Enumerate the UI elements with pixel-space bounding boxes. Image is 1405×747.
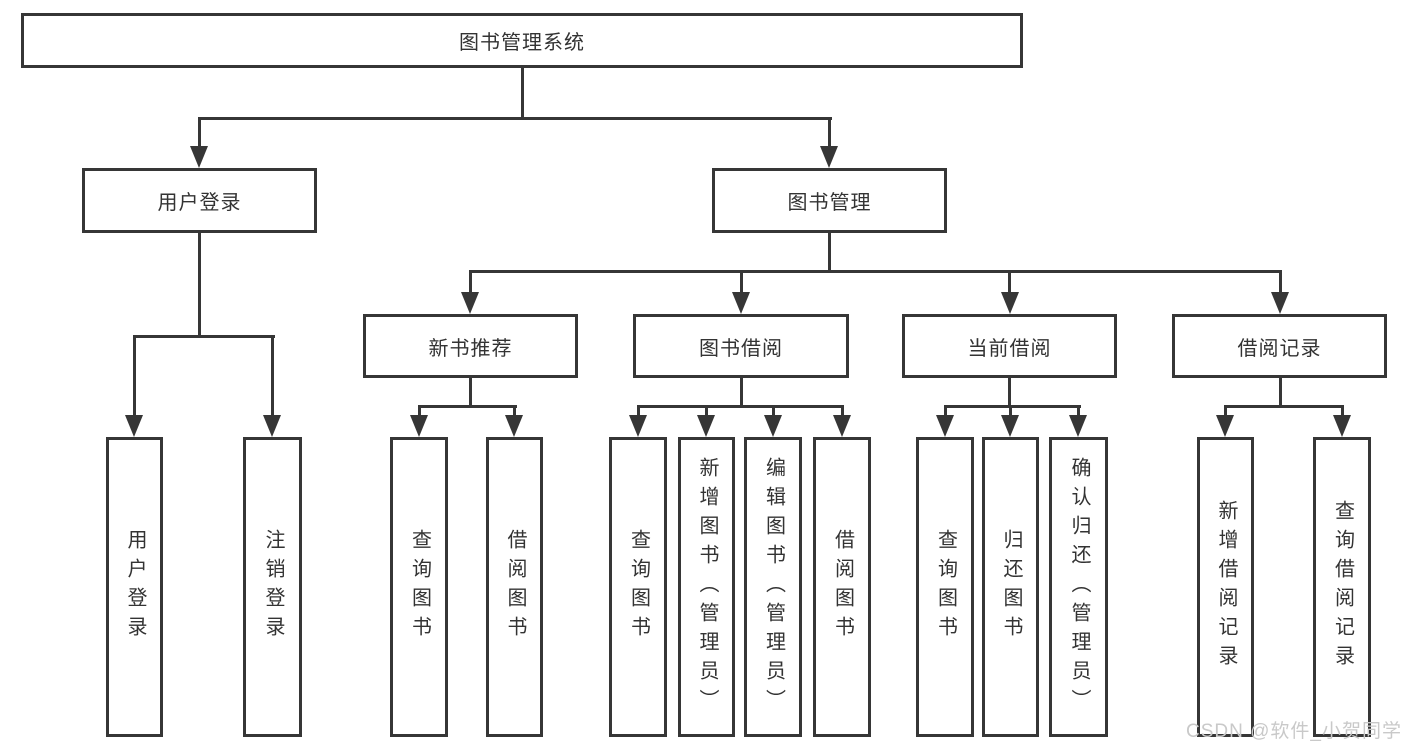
node-library-system-label: 图书管理系统	[459, 32, 585, 54]
arrowhead-query-books-3	[936, 415, 954, 437]
leaf-add-borrow-record-label: 新增借阅记录	[1215, 500, 1237, 674]
leaf-query-borrow-record-label: 查询借阅记录	[1331, 500, 1354, 674]
connector-drop-book-management	[828, 118, 831, 148]
leaf-add-book-admin: 新增图书（管理员）	[678, 437, 735, 737]
connector-drop-leaf-user-login	[133, 336, 136, 417]
leaf-query-books-1: 查询图书	[390, 437, 448, 737]
leaf-borrow-books-2-label: 借阅图书	[831, 529, 854, 645]
node-borrowing-records-label: 借阅记录	[1237, 337, 1322, 360]
connector-borrowing-records-trunk	[1279, 378, 1282, 408]
leaf-return-books-label: 归还图书	[1000, 529, 1022, 645]
connector-drop-borrowing-records	[1279, 271, 1282, 294]
arrowhead-query-borrow-record	[1333, 415, 1351, 437]
connector-borrowing-records-bus	[1224, 405, 1344, 408]
node-user-login-label: 用户登录	[157, 192, 242, 214]
leaf-query-books-3-label: 查询图书	[934, 529, 957, 645]
leaf-borrow-books-1: 借阅图书	[486, 437, 543, 737]
node-user-login: 用户登录	[82, 168, 317, 233]
node-book-borrowing: 图书借阅	[633, 314, 849, 378]
leaf-borrow-books-1-label: 借阅图书	[504, 529, 526, 645]
leaf-confirm-return-admin: 确认归还（管理员）	[1049, 437, 1108, 737]
connector-stub-edit-book	[772, 406, 775, 417]
connector-current-borrowing-trunk	[1008, 378, 1011, 408]
arrowhead-current-borrowing	[1001, 292, 1019, 314]
leaf-user-login: 用户登录	[106, 437, 163, 737]
arrowhead-add-borrow-record	[1216, 415, 1234, 437]
leaf-query-books-2: 查询图书	[609, 437, 667, 737]
leaf-add-borrow-record: 新增借阅记录	[1197, 437, 1254, 737]
node-book-management-label: 图书管理	[787, 192, 872, 214]
node-current-borrowing-label: 当前借阅	[967, 337, 1052, 360]
leaf-logout-label: 注销登录	[262, 529, 284, 645]
leaf-edit-book-admin-label: 编辑图书（管理员）	[762, 456, 785, 718]
arrowhead-borrow-books-1	[505, 415, 523, 437]
arrowhead-query-books-1	[410, 415, 428, 437]
connector-stub-query-books-3	[944, 406, 947, 417]
connector-stub-add-borrow-record	[1224, 406, 1227, 417]
node-new-book-recommend: 新书推荐	[363, 314, 578, 378]
arrowhead-book-management	[820, 146, 838, 168]
connector-book-borrowing-trunk	[740, 378, 743, 408]
arrowhead-query-books-2	[629, 415, 647, 437]
leaf-user-login-label: 用户登录	[124, 529, 146, 645]
arrowhead-borrowing-records	[1271, 292, 1289, 314]
connector-book-borrowing-bus	[637, 405, 844, 408]
node-book-borrowing-label: 图书借阅	[699, 337, 783, 360]
connector-user-login-bus	[133, 335, 275, 338]
connector-stub-borrow-books-1	[513, 406, 516, 417]
node-book-management: 图书管理	[712, 168, 947, 233]
node-new-book-recommend-label: 新书推荐	[428, 337, 513, 360]
leaf-return-books: 归还图书	[982, 437, 1039, 737]
connector-current-borrowing-bus	[944, 405, 1081, 408]
connector-drop-user-login	[198, 118, 201, 148]
connector-book-management-trunk	[828, 233, 831, 272]
leaf-edit-book-admin: 编辑图书（管理员）	[744, 437, 802, 737]
connector-stub-confirm-return	[1077, 406, 1080, 417]
leaf-query-books-2-label: 查询图书	[627, 529, 650, 645]
leaf-query-borrow-record: 查询借阅记录	[1313, 437, 1371, 737]
connector-level3-bus	[469, 270, 1282, 273]
leaf-logout: 注销登录	[243, 437, 302, 737]
connector-drop-new-book	[469, 271, 472, 294]
leaf-confirm-return-admin-label: 确认归还（管理员）	[1068, 456, 1090, 718]
connector-drop-current-borrowing	[1008, 271, 1011, 294]
node-borrowing-records: 借阅记录	[1172, 314, 1387, 378]
arrowhead-confirm-return	[1069, 415, 1087, 437]
arrowhead-book-borrowing	[732, 292, 750, 314]
node-current-borrowing: 当前借阅	[902, 314, 1117, 378]
arrowhead-leaf-logout	[263, 415, 281, 437]
arrowhead-leaf-user-login	[125, 415, 143, 437]
arrowhead-borrow-books-2	[833, 415, 851, 437]
node-library-system: 图书管理系统	[21, 13, 1023, 68]
leaf-query-books-3: 查询图书	[916, 437, 974, 737]
connector-drop-book-borrowing	[740, 271, 743, 294]
leaf-borrow-books-2: 借阅图书	[813, 437, 871, 737]
connector-stub-query-books-2	[637, 406, 640, 417]
connector-user-login-trunk	[198, 233, 201, 337]
connector-new-book-bus	[418, 405, 517, 408]
connector-root-trunk	[521, 68, 524, 118]
connector-drop-leaf-logout	[271, 336, 274, 417]
leaf-add-book-admin-label: 新增图书（管理员）	[696, 456, 718, 718]
connector-stub-return-books	[1009, 406, 1012, 417]
arrowhead-new-book	[461, 292, 479, 314]
connector-stub-borrow-books-2	[841, 406, 844, 417]
connector-level2-bus	[198, 117, 832, 120]
arrowhead-edit-book	[764, 415, 782, 437]
connector-stub-query-books-1	[418, 406, 421, 417]
connector-new-book-trunk	[469, 378, 472, 408]
connector-stub-query-borrow-record	[1341, 406, 1344, 417]
arrowhead-add-book	[697, 415, 715, 437]
watermark-text: CSDN @软件_小贺同学	[1186, 721, 1402, 742]
arrowhead-return-books	[1001, 415, 1019, 437]
arrowhead-user-login	[190, 146, 208, 168]
connector-stub-add-book	[705, 406, 708, 417]
leaf-query-books-1-label: 查询图书	[408, 529, 431, 645]
